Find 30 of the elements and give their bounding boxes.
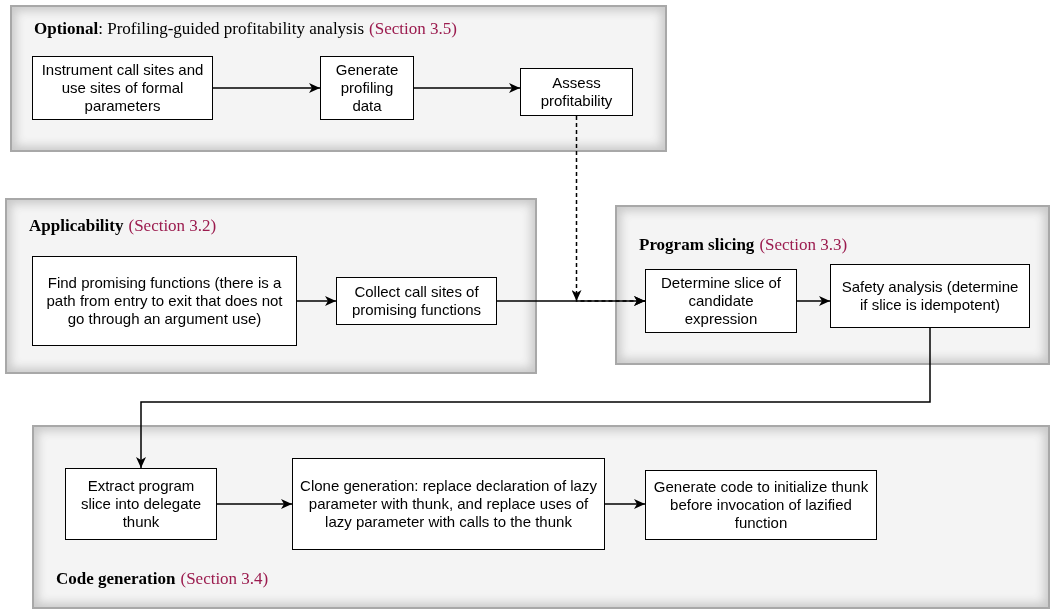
section-panel [10, 5, 667, 152]
arrow [604, 499, 646, 509]
section-reference: (Section 3.2) [128, 216, 217, 236]
process-box: Assess profitability [520, 68, 633, 116]
process-box: Collect call sites of promising functions [336, 277, 497, 325]
process-box: Generate profiling data [320, 56, 414, 120]
arrow [413, 83, 521, 93]
process-box: Instrument call sites and use sites of formal parameters [32, 56, 213, 120]
arrow [212, 83, 321, 93]
process-box: Safety analysis (determine if slice is idempotent) [830, 264, 1030, 328]
section-heading: Code generation [56, 569, 176, 589]
process-box: Find promising functions (there is a path from entry to exit that does not go through an argument use) [32, 256, 297, 346]
section-reference: (Section 3.3) [759, 235, 848, 255]
process-box: Determine slice of candidate expression [645, 269, 797, 333]
process-box: Clone generation: replace declaration of lazy parameter with thunk, and replace uses of lazy parameter with calls to the thunk [292, 458, 605, 550]
arrow [136, 327, 931, 469]
section-heading: Program slicing [639, 235, 755, 255]
section-panel [5, 198, 537, 374]
arrow [496, 296, 646, 306]
section-reference: (Section 3.5) [369, 19, 457, 39]
arrow [296, 296, 337, 306]
section-reference: (Section 3.4) [180, 569, 269, 589]
section-panel [32, 425, 1050, 609]
arrow [796, 296, 831, 306]
process-box: Generate code to initialize thunk before invocation of lazified function [645, 470, 877, 540]
section-heading: Applicability [29, 216, 124, 236]
process-box: Extract program slice into delegate thunk [65, 468, 217, 540]
section-heading: Optional: Profiling-guided profitability analysis [34, 19, 365, 39]
section-panel [615, 205, 1050, 365]
arrow [216, 499, 293, 509]
